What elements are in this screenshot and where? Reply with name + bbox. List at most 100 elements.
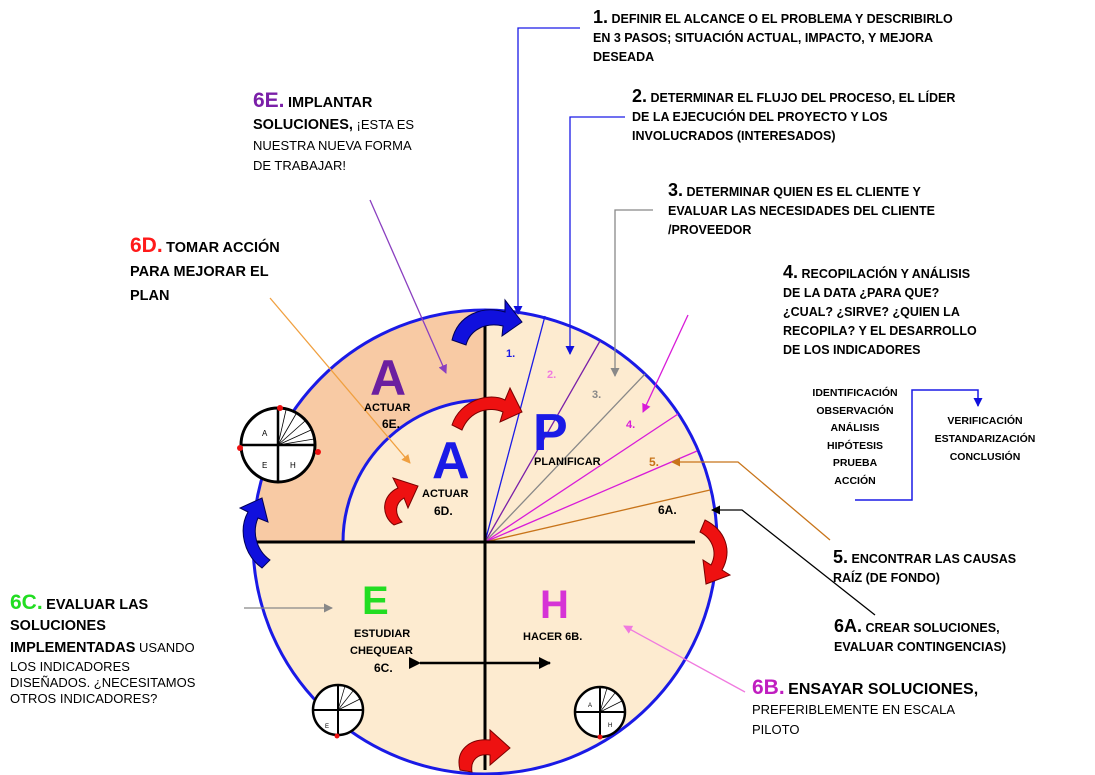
step-4: 4. RECOPILACIÓN Y ANÁLISIS DE LA DATA ¿P… bbox=[783, 263, 1083, 360]
label-e-1: ESTUDIAR bbox=[354, 628, 410, 640]
arrow-right bbox=[699, 519, 732, 585]
mini-cycle-left: A E H bbox=[237, 405, 321, 484]
step-1-line3: DESEADA bbox=[593, 50, 655, 64]
method-item: ACCIÓN bbox=[834, 474, 876, 487]
step-5-line2: RAÍZ (DE FONDO) bbox=[833, 571, 940, 585]
red-curved-arrows bbox=[384, 386, 732, 773]
label-inner-a-sub: 6D. bbox=[434, 504, 453, 518]
step-6d-line1: TOMAR ACCIÓN bbox=[166, 240, 280, 256]
wedge-num-1: 1. bbox=[506, 348, 515, 360]
step-2-line3: INVOLUCRADOS (INTERESADOS) bbox=[632, 129, 836, 143]
step-4-num: 4. bbox=[783, 262, 799, 282]
wedge-num-5: 5. bbox=[649, 455, 659, 469]
step-5-line1: ENCONTRAR LAS CAUSAS bbox=[851, 552, 1017, 566]
step-6c-line3: IMPLEMENTADAS bbox=[10, 640, 136, 656]
step-1-num: 1. bbox=[593, 7, 609, 27]
label-outer-a-sub: 6E. bbox=[382, 417, 400, 431]
step-5: 5. ENCONTRAR LAS CAUSAS RAÍZ (DE FONDO) bbox=[833, 548, 1083, 588]
step-6a-line1: CREAR SOLUCIONES, bbox=[865, 621, 1000, 635]
method-item: OBSERVACIÓN bbox=[816, 404, 894, 417]
step-6c-line1: EVALUAR LAS bbox=[46, 597, 149, 613]
step-6c-line2: SOLUCIONES bbox=[10, 618, 106, 634]
step-6c-num: 6C. bbox=[10, 591, 43, 614]
step-6c-line4: LOS INDICADORES bbox=[10, 659, 130, 674]
step-6e-num: 6E. bbox=[253, 89, 285, 112]
method-item: HIPÓTESIS bbox=[826, 439, 883, 452]
step-6c-line6: OTROS INDICADORES? bbox=[10, 691, 158, 706]
step-6d: 6D. TOMAR ACCIÓN PARA MEJORAR EL PLAN bbox=[130, 234, 370, 308]
label-p: PLANIFICAR bbox=[534, 456, 601, 468]
quadrant-6e-ring bbox=[253, 310, 485, 542]
letter-e: E bbox=[362, 579, 389, 623]
arrow-inner-left bbox=[384, 477, 419, 526]
step-6b-line2: PREFERIBLEMENTE EN ESCALA bbox=[752, 702, 955, 717]
step-3-line1: DETERMINAR QUIEN ES EL CLIENTE Y bbox=[686, 185, 921, 199]
mini-cycle-bottom-right: A H bbox=[573, 685, 627, 740]
step-6d-num: 6D. bbox=[130, 234, 163, 257]
method-item: IDENTIFICACIÓN bbox=[812, 387, 898, 399]
mini-left-h: H bbox=[290, 461, 296, 470]
step-1-line2: EN 3 PASOS; SITUACIÓN ACTUAL, IMPACTO, Y… bbox=[593, 31, 934, 45]
label-e-2: CHEQUEAR bbox=[350, 645, 413, 657]
planning-wedges bbox=[484, 315, 711, 543]
step-6a-num: 6A. bbox=[834, 616, 863, 636]
step-6b: 6B. ENSAYAR SOLUCIONES, PREFERIBLEMENTE … bbox=[752, 676, 1082, 740]
arrow-bottom bbox=[458, 728, 511, 773]
method-item: ESTANDARIZACIÓN bbox=[934, 433, 1036, 445]
method-item: ANÁLISIS bbox=[830, 422, 880, 434]
step-6c: 6C. EVALUAR LAS SOLUCIONES IMPLEMENTADAS… bbox=[10, 592, 260, 707]
inner-arc bbox=[341, 398, 486, 543]
label-inner-a: ACTUAR bbox=[422, 488, 468, 500]
letter-p: P bbox=[533, 404, 568, 462]
step-2-num: 2. bbox=[632, 86, 648, 106]
letter-inner-a: A bbox=[432, 432, 470, 490]
step-6e-line1: IMPLANTAR bbox=[288, 95, 373, 111]
step-6d-line2: PARA MEJORAR EL bbox=[130, 264, 269, 280]
wedge-num-2: 2. bbox=[547, 369, 556, 381]
mini-left-e: E bbox=[262, 461, 267, 470]
blue-curved-arrows bbox=[238, 298, 523, 569]
wedge-num-6a: 6A. bbox=[658, 503, 677, 517]
step-5-num: 5. bbox=[833, 547, 849, 567]
step-3-line2: EVALUAR LAS NECESIDADES DEL CLIENTE bbox=[668, 204, 935, 218]
step-4-line1: RECOPILACIÓN Y ANÁLISIS bbox=[801, 267, 971, 281]
method-item: VERIFICACIÓN bbox=[947, 415, 1023, 427]
arrow-top-blue bbox=[451, 298, 523, 346]
step-4-line2: DE LA DATA ¿PARA QUE? bbox=[783, 286, 940, 300]
method-item: PRUEBA bbox=[832, 457, 878, 469]
letter-h: H bbox=[540, 583, 569, 627]
method-list-right: VERIFICACIÓN ESTANDARIZACIÓN CONCLUSIÓN bbox=[915, 412, 1055, 466]
step-1: 1. DEFINIR EL ALCANCE O EL PROBLEMA Y DE… bbox=[593, 8, 1073, 67]
step-2-line2: DE LA EJECUCIÓN DEL PROYECTO Y LOS bbox=[632, 110, 888, 124]
step-6b-line1: ENSAYAR SOLUCIONES, bbox=[788, 681, 979, 698]
method-list-left: IDENTIFICACIÓN OBSERVACIÓN ANÁLISIS HIPÓ… bbox=[790, 385, 920, 490]
step-6c-line3b: USANDO bbox=[135, 640, 195, 655]
step-6e-line2: SOLUCIONES, bbox=[253, 117, 353, 133]
step-3-num: 3. bbox=[668, 180, 684, 200]
label-e-3: 6C. bbox=[374, 661, 393, 675]
step-2: 2. DETERMINAR EL FLUJO DEL PROCESO, EL L… bbox=[632, 87, 1072, 146]
step-6e-line3: NUESTRA NUEVA FORMA bbox=[253, 138, 412, 153]
step-6b-num: 6B. bbox=[752, 676, 785, 699]
letter-outer-a: A bbox=[370, 350, 406, 406]
step-6a: 6A. CREAR SOLUCIONES, EVALUAR CONTINGENC… bbox=[834, 617, 1084, 657]
step-1-line1: DEFINIR EL ALCANCE O EL PROBLEMA Y DESCR… bbox=[611, 12, 953, 26]
step-3-line3: /PROVEEDOR bbox=[668, 223, 752, 237]
step-2-line1: DETERMINAR EL FLUJO DEL PROCESO, EL LÍDE… bbox=[650, 91, 956, 105]
step-4-line3: ¿CUAL? ¿SIRVE? ¿QUIEN LA bbox=[783, 305, 960, 319]
step-4-line5: DE LOS INDICADORES bbox=[783, 343, 921, 357]
step-6b-line3: PILOTO bbox=[752, 722, 800, 737]
wedge-num-3: 3. bbox=[592, 389, 601, 401]
mini-br-a: A bbox=[588, 703, 592, 709]
step-3: 3. DETERMINAR QUIEN ES EL CLIENTE Y EVAL… bbox=[668, 181, 1068, 240]
step-6e-line4: DE TRABAJAR! bbox=[253, 158, 346, 173]
step-6d-line3: PLAN bbox=[130, 288, 170, 304]
step-6e-line2b: ¡ESTA ES bbox=[352, 117, 415, 132]
mini-bl-e: E bbox=[325, 724, 329, 730]
step-6a-line2: EVALUAR CONTINGENCIAS) bbox=[834, 640, 1006, 654]
wedge-num-4: 4. bbox=[626, 419, 635, 431]
mini-cycle-bottom-left: E bbox=[311, 683, 365, 739]
mini-br-h: H bbox=[608, 723, 612, 729]
step-6e: 6E. IMPLANTAR SOLUCIONES, ¡ESTA ES NUEST… bbox=[253, 90, 493, 176]
